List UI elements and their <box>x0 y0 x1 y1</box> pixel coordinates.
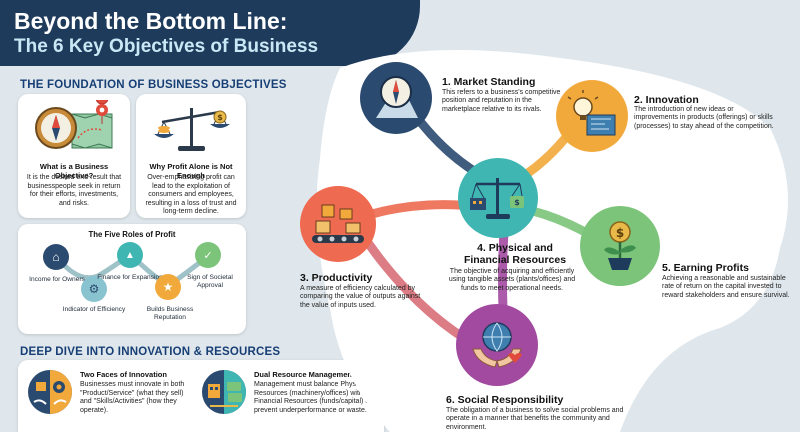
innovation-faces-icon <box>28 370 72 414</box>
objective-3-text: A measure of efficiency calculated by co… <box>300 285 421 309</box>
productivity-node <box>300 186 376 262</box>
money-plant-icon: $ <box>604 221 636 270</box>
compass-map-icon <box>35 100 113 149</box>
objective-3-title: 3. Productivity <box>300 272 373 284</box>
gears-icon: ⚙ <box>81 276 107 302</box>
objective-2-text: The introduction of new ideas or improve… <box>634 106 774 130</box>
innovation-node <box>556 80 628 152</box>
roles-title: The Five Roles of Profit <box>88 230 176 239</box>
globe-hands-icon <box>472 322 522 368</box>
house-icon: ⌂ <box>43 244 69 270</box>
objective-1-text: This refers to a business's competitive … <box>442 89 561 113</box>
role-reputation: Builds Business Reputation <box>146 306 194 321</box>
earning-profits-node: $ <box>580 206 660 286</box>
lightbulb-icon <box>567 90 616 136</box>
profit-scale-icon: $ <box>154 108 230 151</box>
svg-text:$: $ <box>217 113 223 122</box>
title-banner: Beyond the Bottom Line: The 6 Key Object… <box>0 0 420 66</box>
why-title: Why Profit Alone is Not Enough <box>149 162 233 180</box>
resources-node: $ <box>458 158 538 238</box>
role-efficiency: Indicator of Efficiency <box>62 306 126 313</box>
objective-5-text: Achieving a reasonable and sustainable r… <box>662 275 790 299</box>
reputation-icon: ★ <box>155 274 181 300</box>
role-approval: Sign of Societal Approval <box>187 274 233 289</box>
dual-resource-icon <box>202 370 246 414</box>
what-text: It is the desired end-result that busine… <box>26 174 122 207</box>
two-faces-text: Businesses must innovate in both "Produc… <box>80 381 185 414</box>
growth-chart-icon: ▲ <box>117 242 143 268</box>
market-standing-node <box>360 62 432 134</box>
objective-6-text: The obligation of a business to solve so… <box>446 407 624 431</box>
objective-5-title: 5. Earning Profits <box>662 262 749 274</box>
role-finance: Finance for Expansion <box>97 274 163 281</box>
role-income: Income for Owners <box>29 276 85 283</box>
page-title: Beyond the Bottom Line: <box>14 8 288 34</box>
conveyor-icon <box>312 204 364 243</box>
two-faces-title: Two Faces of Innovation <box>80 370 167 379</box>
objective-4-text: The objective of acquiring and efficient… <box>448 268 576 292</box>
dual-text: Management must balance Physical Resourc… <box>254 381 372 414</box>
what-card: What is a Business Objective? It is the … <box>18 94 130 218</box>
why-text: Over-emphasizing profit can lead to the … <box>145 174 237 216</box>
social-responsibility-node <box>456 304 538 386</box>
deep-dive-heading: DEEP DIVE INTO INNOVATION & RESOURCES <box>20 346 281 358</box>
objective-2-title: 2. Innovation <box>634 94 699 106</box>
objective-1-title: 1. Market Standing <box>442 76 536 88</box>
objective-6-title: 6. Social Responsibility <box>446 394 564 406</box>
compass-icon <box>376 76 418 118</box>
svg-text:$: $ <box>514 198 520 207</box>
what-title: What is a Business Objective? <box>39 162 109 180</box>
why-card: $ Why Profit Alone is Not Enough Over-em… <box>136 94 246 218</box>
dual-title: Dual Resource Management <box>254 370 355 379</box>
foundation-heading: THE FOUNDATION OF BUSINESS OBJECTIVES <box>20 79 287 91</box>
deep-dive-card: Two Faces of Innovation Businesses must … <box>18 360 384 432</box>
checkmark-icon: ✓ <box>195 242 221 268</box>
svg-text:$: $ <box>616 226 624 240</box>
balance-scale-icon: $ <box>470 178 524 219</box>
objective-4-title: 4. Physical and Financial Resources <box>463 242 567 266</box>
five-roles-card: The Five Roles of Profit ⌂ Income for Ow… <box>18 224 246 334</box>
page-subtitle: The 6 Key Objectives of Business <box>14 36 319 57</box>
